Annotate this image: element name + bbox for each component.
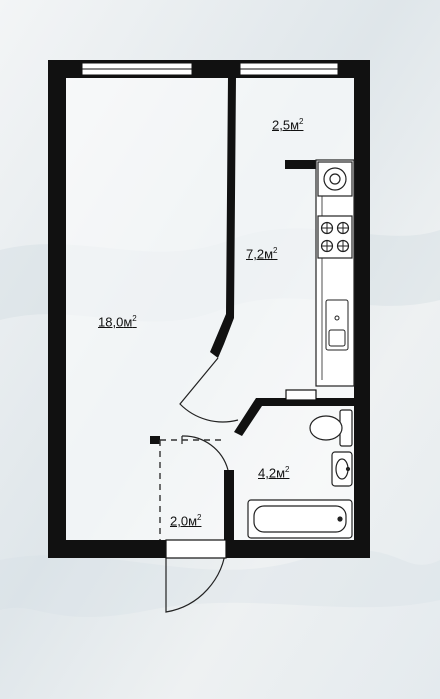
radiator-icon	[285, 389, 317, 401]
door-swing-icon	[179, 357, 239, 423]
room-area-bathroom: 4,2м2	[258, 465, 290, 481]
stove-icon	[317, 215, 353, 259]
hall-wall-stub	[150, 436, 160, 444]
bathtub-icon	[247, 499, 353, 539]
outer-wall-bottom-right	[226, 540, 370, 558]
washing-machine-icon	[317, 161, 353, 197]
marble-vein	[0, 550, 440, 618]
hall-boundary	[159, 439, 222, 540]
windows	[81, 62, 339, 76]
floor-area	[64, 78, 354, 542]
room-area-hall: 2,0м2	[170, 513, 202, 529]
walls	[48, 60, 370, 558]
outer-wall-bottom-left	[48, 540, 166, 558]
toilet-icon	[309, 409, 353, 447]
entrance-door-opening	[165, 539, 227, 559]
outer-wall-left	[48, 60, 66, 558]
bathroom-top-wall	[234, 398, 354, 436]
door-swing-icon	[181, 435, 229, 471]
sink-icon	[331, 451, 353, 487]
room-area-balcony: 2,5м2	[272, 117, 304, 133]
outer-wall-right	[354, 60, 370, 558]
bathroom-left-wall	[224, 470, 234, 545]
room-area-kitchen: 7,2м2	[246, 246, 278, 262]
room-area-living: 18,0м2	[98, 314, 137, 330]
partition-living-kitchen	[210, 76, 236, 358]
sink-icon	[325, 299, 349, 351]
